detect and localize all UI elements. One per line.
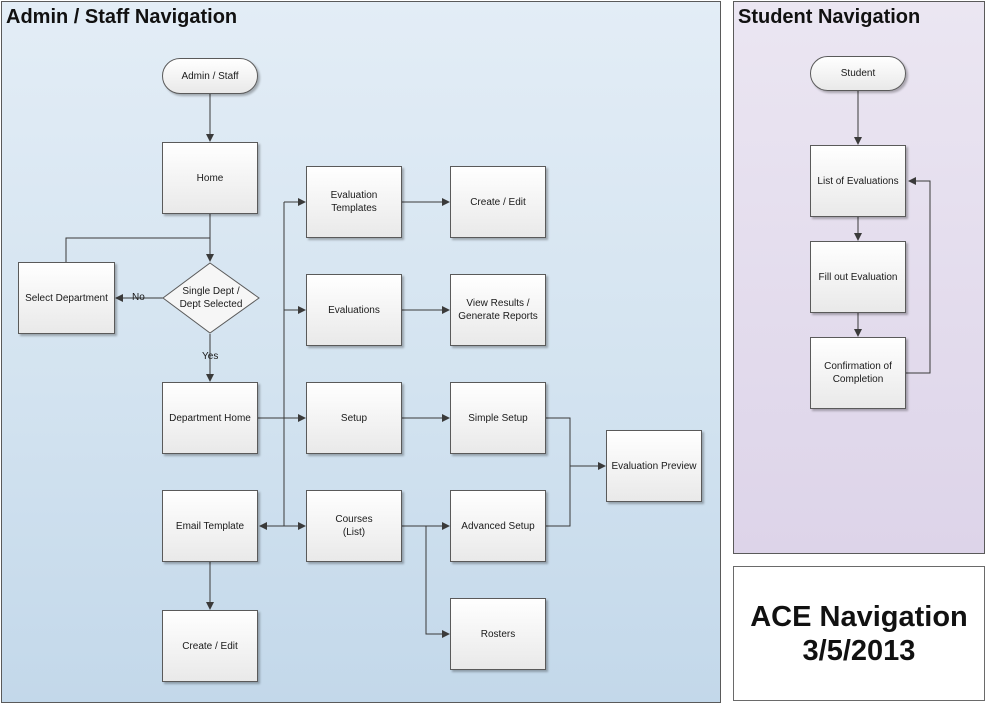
evaluation-preview-node: Evaluation Preview [606, 430, 702, 502]
decision-diamond [162, 262, 260, 334]
student-panel-title: Student Navigation [738, 6, 921, 28]
admin-staff-start: Admin / Staff [162, 58, 258, 94]
confirmation-node: Confirmation of Completion [810, 337, 906, 409]
admin-panel-title: Admin / Staff Navigation [6, 6, 238, 28]
decision-label: Single Dept / Dept Selected [179, 286, 243, 310]
evaluations-node: Evaluations [306, 274, 402, 346]
student-start: Student [810, 56, 906, 91]
department-home-node: Department Home [162, 382, 258, 454]
advanced-setup-node: Advanced Setup [450, 490, 546, 562]
courses-list-node: Courses (List) [306, 490, 402, 562]
view-results-node: View Results / Generate Reports [450, 274, 546, 346]
setup-node: Setup [306, 382, 402, 454]
fill-out-evaluation-node: Fill out Evaluation [810, 241, 906, 313]
edge-label-no: No [132, 292, 145, 303]
home-node: Home [162, 142, 258, 214]
simple-setup-node: Simple Setup [450, 382, 546, 454]
templates-create-edit-node: Create / Edit [450, 166, 546, 238]
rosters-node: Rosters [450, 598, 546, 670]
email-template-node: Email Template [162, 490, 258, 562]
evaluation-templates-node: Evaluation Templates [306, 166, 402, 238]
ace-navigation-title: ACE Navigation 3/5/2013 [750, 600, 968, 667]
edge-confirm-list-loop [906, 177, 931, 374]
edge-courses-rosters [425, 526, 450, 638]
edge-label-yes: Yes [202, 351, 219, 362]
email-create-edit-node: Create / Edit [162, 610, 258, 682]
student-panel: Student Navigation [733, 1, 985, 554]
edge-select-dept-loop [65, 237, 210, 262]
admin-staff-panel: Admin / Staff Navigation [1, 1, 721, 703]
list-of-evaluations-node: List of Evaluations [810, 145, 906, 217]
title-panel [733, 566, 985, 701]
select-department-node: Select Department [18, 262, 115, 334]
edge-simple-preview [546, 417, 571, 527]
